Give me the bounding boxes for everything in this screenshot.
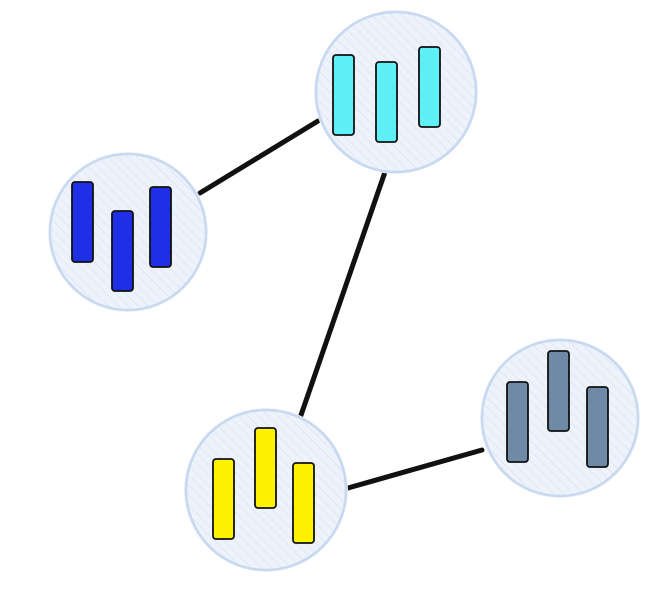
node-blue-bar-3 [149,186,172,268]
node-cyan-bar-1 [332,54,355,136]
node-slate-bar-3 [586,386,609,468]
node-cyan [314,10,478,174]
node-blue-bar-1 [71,181,94,263]
node-slate-bar-2 [547,350,570,432]
edge-cyan-yellow [297,169,388,421]
node-slate [480,338,640,498]
edge-blue-cyan [197,118,321,196]
node-slate-bar-1 [506,381,529,463]
node-yellow-bar-1 [212,458,235,540]
edge-yellow-slate [345,447,485,491]
node-cyan-bar-2 [375,61,398,143]
edges [197,118,485,491]
node-yellow-bar-3 [292,462,315,544]
node-yellow [184,408,348,572]
node-blue [48,152,208,312]
node-cyan-bar-3 [418,46,441,128]
nodes [48,10,640,572]
node-blue-bar-2 [111,210,134,292]
node-yellow-bar-2 [254,427,277,509]
